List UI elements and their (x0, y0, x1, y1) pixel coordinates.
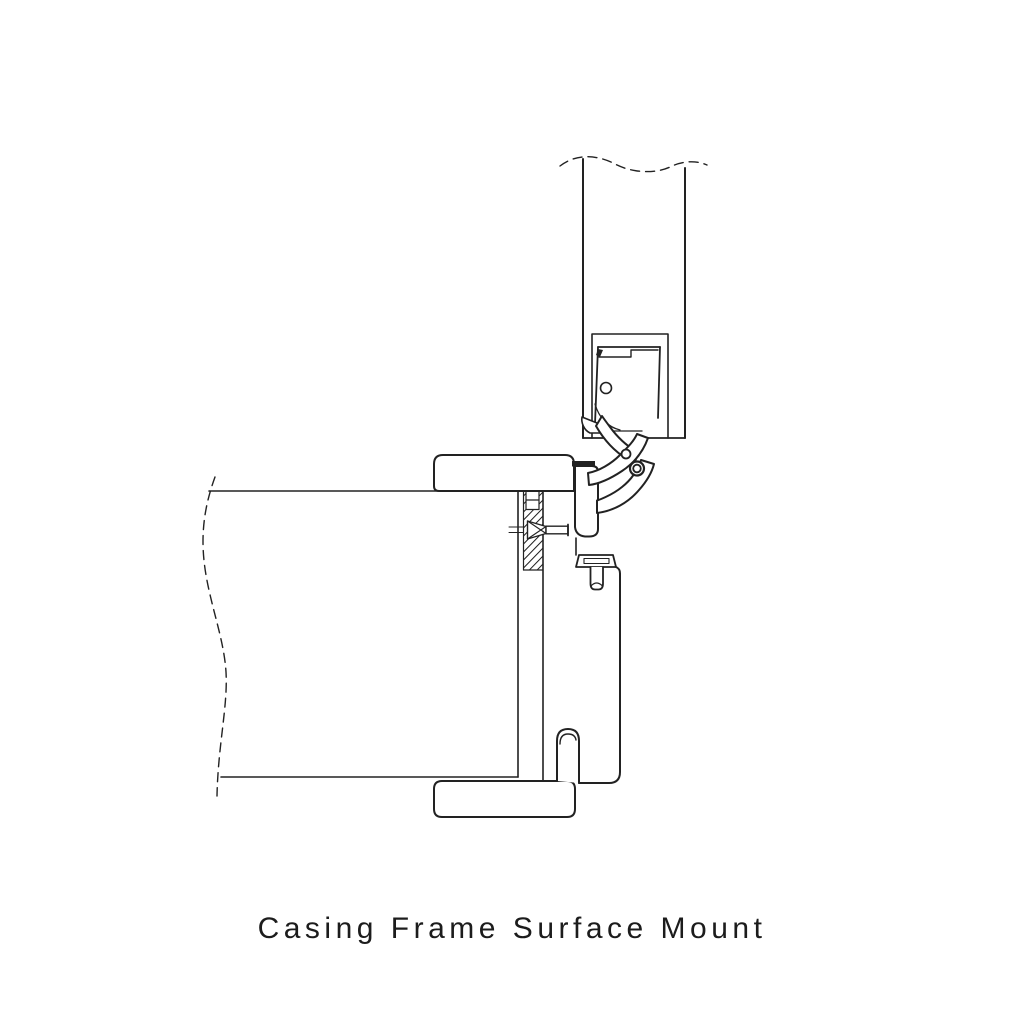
hinge-mortise (591, 333, 669, 439)
pivot-pin-large-inner (632, 463, 642, 474)
pivot-pin-large (628, 460, 646, 477)
wall-section (202, 476, 519, 797)
hinge-arm (587, 415, 655, 514)
hinge-plate (572, 461, 595, 467)
clip-screw-shaft (589, 566, 604, 591)
wall-break-line (202, 476, 227, 797)
casing-frame-bottom-arm (433, 780, 576, 818)
frame-panel (578, 566, 621, 784)
screw-shaft (545, 525, 569, 535)
cup-rim-step (598, 349, 659, 358)
door-panel (559, 156, 708, 439)
pivot-pin-small (620, 448, 632, 460)
cup-screw-hole (599, 381, 613, 395)
casing-frame-top-arm (433, 454, 595, 492)
anchor-block (525, 488, 540, 511)
clip-screw (575, 537, 617, 591)
hinge-cup (581, 346, 661, 434)
mounting-screw (508, 520, 569, 540)
clip-screw-head (575, 554, 617, 568)
diagram-title: Casing Frame Surface Mount (257, 912, 767, 945)
door-break-line (559, 156, 708, 173)
frame-hook (556, 728, 580, 784)
